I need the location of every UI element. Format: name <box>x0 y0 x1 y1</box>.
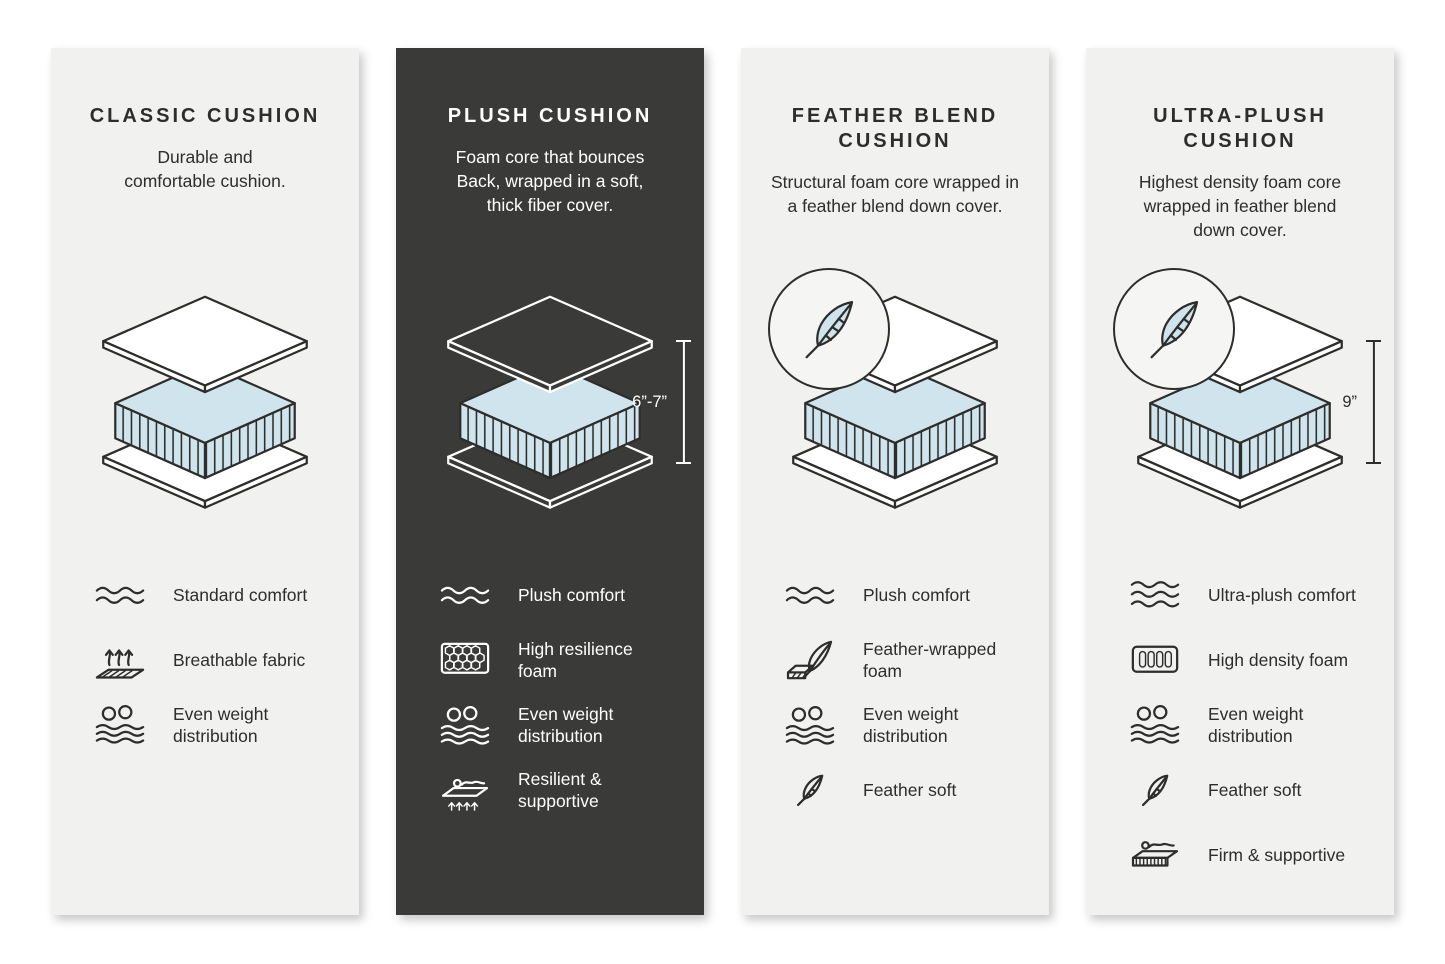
feature-list: Plush comfort Feather-wrapped foam <box>741 573 1049 812</box>
feature-firm-supportive: Firm & supportive <box>1128 833 1386 877</box>
card-description: Structural foam core wrapped in a feathe… <box>770 172 1020 216</box>
top-cover-layer <box>102 295 308 394</box>
feature-feather-soft: Feather soft <box>783 768 1041 812</box>
card-title: ULTRA-PLUSH CUSHION <box>1153 105 1327 152</box>
card-header: PLUSH CUSHION Foam core that bounces Bac… <box>396 48 704 260</box>
feature-label: Breathable fabric <box>173 649 306 670</box>
weight-distribution-icon <box>438 703 492 747</box>
feature-label: Even weight distribution <box>863 703 959 746</box>
cushion-layers-illustration <box>768 268 1006 509</box>
foam-core-layer <box>114 362 296 480</box>
measurement-value: 6”-7” <box>632 392 667 411</box>
feather-icon <box>1128 768 1182 812</box>
feature-label: Firm & supportive <box>1208 844 1346 865</box>
feature-label: Plush comfort <box>518 584 625 605</box>
feature-label: Standard comfort <box>173 584 308 605</box>
feather-badge <box>768 268 890 390</box>
measurement-line <box>1366 340 1381 464</box>
cushion-stack-graphic <box>447 295 653 509</box>
resilient-supportive-icon <box>438 768 492 812</box>
feature-feather-soft: Feather soft <box>1128 768 1386 812</box>
waves-icon <box>438 573 492 617</box>
feature-even-weight: Even weight distribution <box>438 703 696 747</box>
weight-distribution-icon <box>1128 703 1182 747</box>
weight-distribution-icon <box>783 703 837 747</box>
card-feather-blend-cushion: FEATHER BLEND CUSHION Structural foam co… <box>741 48 1049 915</box>
feature-label: Even weight distribution <box>518 703 614 746</box>
waves-icon <box>93 573 147 617</box>
foam-core-layer <box>459 362 641 480</box>
card-ultra-plush-cushion: ULTRA-PLUSH CUSHION Highest density foam… <box>1086 48 1394 915</box>
feature-plush-comfort: Plush comfort <box>783 573 1041 617</box>
card-description: Foam core that bounces Back, wrapped in … <box>455 147 645 215</box>
feature-list: Ultra-plush comfort High density foam <box>1086 573 1394 877</box>
feature-feather-wrapped-foam: Feather-wrapped foam <box>783 638 1041 682</box>
waves-icon <box>783 573 837 617</box>
waves-3-icon <box>1128 573 1182 617</box>
feature-label: Plush comfort <box>863 584 970 605</box>
feature-plush-comfort: Plush comfort <box>438 573 696 617</box>
feature-even-weight: Even weight distribution <box>93 703 351 747</box>
card-title: PLUSH CUSHION <box>447 105 653 127</box>
top-cover-layer <box>447 295 653 394</box>
card-title: CLASSIC CUSHION <box>89 105 321 127</box>
feature-label: Feather soft <box>1208 779 1302 800</box>
feature-label: Feather soft <box>863 779 957 800</box>
feather-wrapped-foam-icon <box>783 638 837 682</box>
feature-resilient-supportive: Resilient & supportive <box>438 768 696 812</box>
honeycomb-foam-icon <box>438 638 492 682</box>
feature-high-resilience-foam: High resilience foam <box>438 638 696 682</box>
feature-label: Ultra-plush comfort <box>1208 584 1356 605</box>
weight-distribution-icon <box>93 703 147 747</box>
feather-icon <box>805 301 854 359</box>
card-header: CLASSIC CUSHION Durable and comfortable … <box>51 48 359 260</box>
feature-label: Even weight distribution <box>1208 703 1304 746</box>
cushion-layers-illustration <box>94 294 316 509</box>
feature-standard-comfort: Standard comfort <box>93 573 351 617</box>
height-measurement: 9” <box>1342 340 1381 464</box>
comparison-panel: CLASSIC CUSHION Durable and comfortable … <box>0 0 1445 915</box>
measurement-value: 9” <box>1342 392 1357 411</box>
feather-badge <box>1113 268 1235 390</box>
feature-label: Even weight distribution <box>173 703 269 746</box>
card-description: Durable and comfortable cushion. <box>124 147 286 191</box>
card-description: Highest density foam core wrapped in fea… <box>1138 172 1342 240</box>
feature-ultra-plush-comfort: Ultra-plush comfort <box>1128 573 1386 617</box>
feature-even-weight: Even weight distribution <box>1128 703 1386 747</box>
cushion-layers-illustration: 9” <box>1113 268 1381 509</box>
feather-icon <box>1150 301 1199 359</box>
card-header: ULTRA-PLUSH CUSHION Highest density foam… <box>1086 48 1394 260</box>
card-title: FEATHER BLEND CUSHION <box>791 105 999 152</box>
feature-high-density-foam: High density foam <box>1128 638 1386 682</box>
card-plush-cushion: PLUSH CUSHION Foam core that bounces Bac… <box>396 48 704 915</box>
firm-supportive-icon <box>1128 833 1182 877</box>
feature-breathable-fabric: Breathable fabric <box>93 638 351 682</box>
cushion-stack-graphic <box>102 295 308 509</box>
feature-list: Standard comfort Breathable fabric <box>51 573 359 747</box>
feature-label: High density foam <box>1208 649 1349 670</box>
feature-label: Feather-wrapped foam <box>863 638 997 681</box>
card-header: FEATHER BLEND CUSHION Structural foam co… <box>741 48 1049 260</box>
height-measurement: 6”-7” <box>632 340 691 464</box>
feature-label: High resilience foam <box>518 638 633 681</box>
feature-list: Plush comfort High resilience foam <box>396 573 704 812</box>
breathable-fabric-icon <box>93 638 147 682</box>
measurement-line <box>676 340 691 464</box>
feature-even-weight: Even weight distribution <box>783 703 1041 747</box>
feather-icon <box>783 768 837 812</box>
high-density-foam-icon <box>1128 638 1182 682</box>
feature-label: Resilient & supportive <box>518 768 602 811</box>
cushion-layers-illustration: 6”-7” <box>439 294 691 509</box>
card-classic-cushion: CLASSIC CUSHION Durable and comfortable … <box>51 48 359 915</box>
